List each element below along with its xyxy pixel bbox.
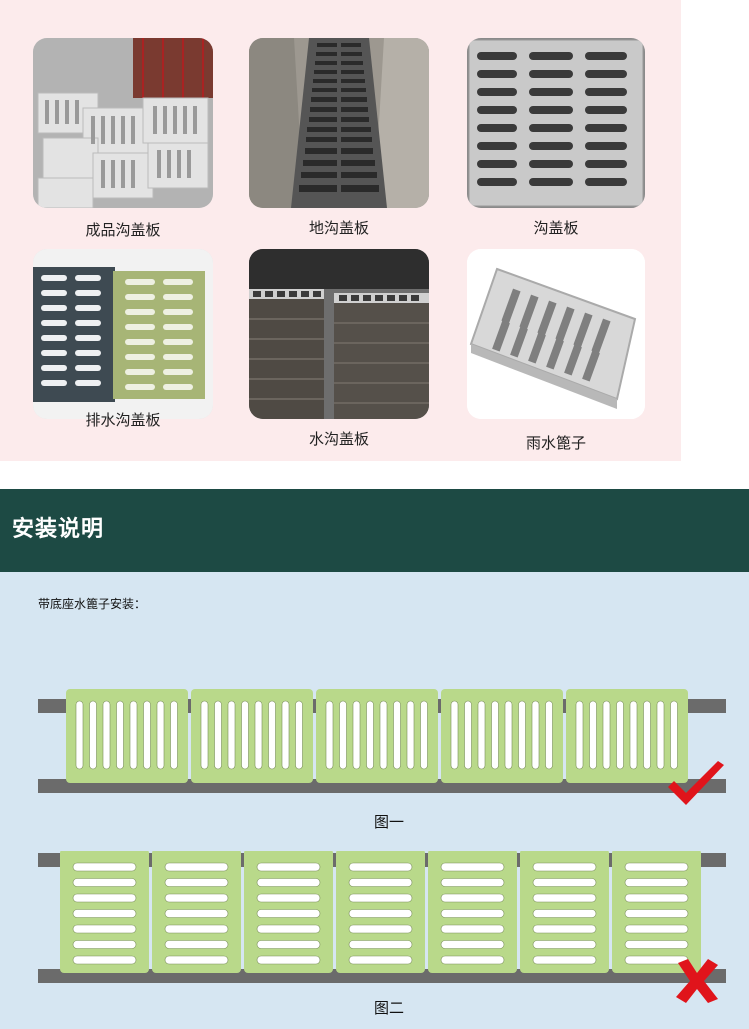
checkmark-icon: [666, 761, 726, 813]
product-caption-5: 水沟盖板: [308, 430, 369, 448]
grate-horizontal: [428, 851, 517, 973]
product-caption-1: 成品沟盖板: [85, 221, 161, 239]
product-gallery: 成品沟盖板 地沟盖板: [0, 0, 681, 461]
grate-horizontal: [152, 851, 241, 973]
grate-vertical: [316, 689, 438, 783]
product-photo-drainage-covers[interactable]: [33, 249, 213, 419]
product-caption-2: 地沟盖板: [308, 219, 369, 237]
cross-icon: [674, 959, 720, 1003]
grate-horizontal: [336, 851, 425, 973]
grate-horizontal: [60, 851, 149, 973]
product-caption-3: 沟盖板: [533, 219, 579, 237]
installation-title: 安装说明: [12, 517, 105, 542]
installation-subtitle: 带底座水篦子安装：: [38, 597, 147, 611]
grate-vertical: [441, 689, 563, 783]
grate-horizontal: [520, 851, 609, 973]
product-caption-6: 雨水篦子: [525, 434, 586, 452]
figure-1-label: 图一: [374, 813, 405, 831]
grate-horizontal: [612, 851, 701, 973]
product-photo-water-covers[interactable]: [249, 249, 429, 419]
product-photo-finished-covers[interactable]: [33, 38, 213, 208]
grate-vertical: [66, 689, 188, 783]
product-photo-grate-cover[interactable]: [467, 38, 645, 208]
grate-vertical: [566, 689, 688, 783]
installation-header: 安装说明: [0, 489, 749, 572]
grate-horizontal: [244, 851, 333, 973]
product-caption-4: 排水沟盖板: [85, 411, 161, 429]
installation-section: 安装说明 带底座水篦子安装： 图一 图二: [0, 489, 749, 1029]
product-photo-trench-cover[interactable]: [249, 38, 429, 208]
product-photo-rain-grate[interactable]: [467, 249, 645, 419]
figure-2-diagram: [38, 851, 728, 991]
figure-1-diagram: [38, 689, 728, 809]
grate-vertical: [191, 689, 313, 783]
figure-2-label: 图二: [374, 999, 405, 1017]
